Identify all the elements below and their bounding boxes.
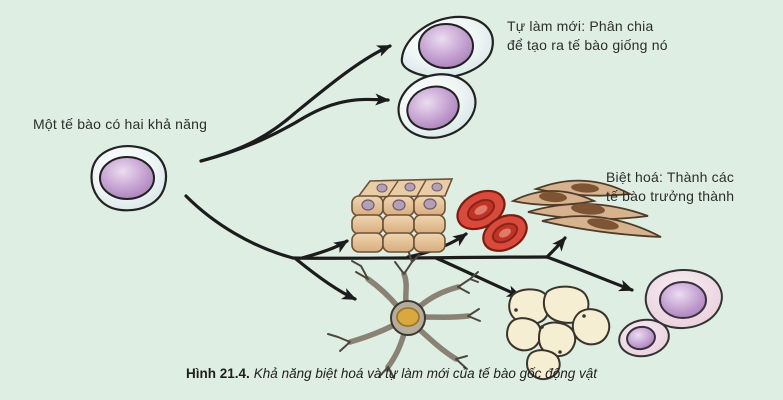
label-differentiation-line2: tế bào trưởng thành [606,188,735,204]
arrow-to-fat-cells [434,256,522,298]
smooth-muscle-cells-icon [510,179,662,238]
label-stem-cell: Một tế bào có hai khả năng [33,116,208,132]
label-differentiation: Biệt hoá: Thành các tế bào trưởng thành [606,168,734,206]
arrow-to-muscle-cells [545,236,567,259]
red-blood-cells-icon [456,189,528,252]
mature-pink-cells-icon [618,269,723,358]
fat-cells-icon [506,285,611,381]
figure-caption-text: Khả năng biệt hoá và tự làm mới của tế b… [253,366,597,381]
figure-caption: Hình 21.4.Khả năng biệt hoá và tự làm mớ… [0,366,783,381]
neuron-icon [327,252,481,379]
label-differentiation-line1: Biệt hoá: Thành các [606,169,735,185]
epithelial-tissue-icon [351,178,454,253]
arrow-trunk-horizontal [291,255,549,260]
label-self-renewal-line1: Tự làm mới: Phân chia [507,18,654,34]
arrow-set [184,44,634,301]
arrow-to-neuron [294,257,357,301]
daughter-cell-2-icon [397,73,477,139]
figure-caption-number: Hình 21.4. [186,366,250,381]
daughter-cell-1-icon [400,15,494,79]
label-self-renewal: Tự làm mới: Phân chia để tạo ra tế bào g… [507,17,668,55]
stem-cell-icon [90,145,168,212]
arrow-to-epithelium [300,239,349,260]
arrow-to-mature-cell [545,255,634,292]
arrow-trunk-differentiation [184,194,295,260]
label-self-renewal-line2: để tạo ra tế bào giống nó [507,37,668,53]
arrow-to-daughter-cell-2 [199,93,391,163]
